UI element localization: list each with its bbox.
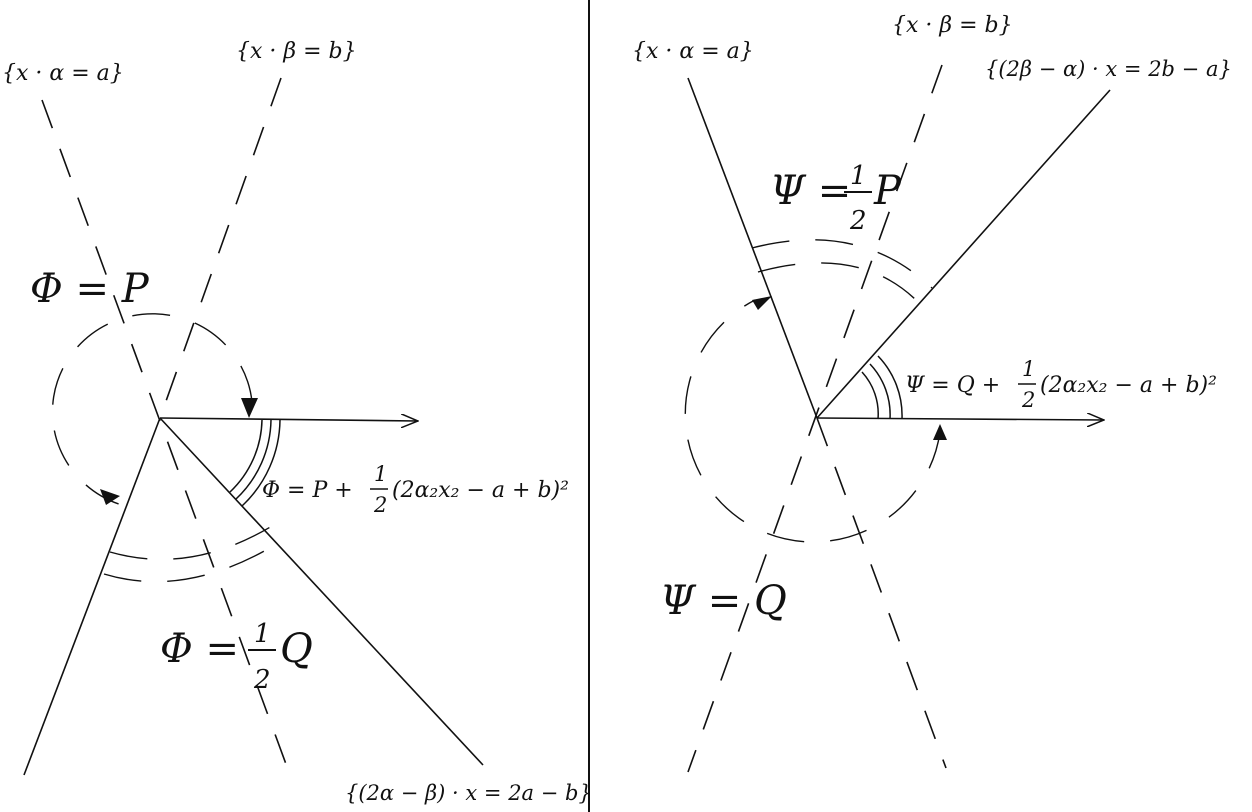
left-region-bottom-num: 1 — [254, 619, 271, 649]
left-circle-arrowhead-bottom — [100, 489, 120, 505]
right-double-arc-1 — [751, 239, 933, 289]
right-triple-arc-2 — [869, 363, 891, 420]
left-combo-line — [159, 417, 484, 766]
left-region-right-num: 1 — [374, 462, 387, 486]
right-combo-line-label: {(2β − α) · x = 2b − a} — [985, 57, 1232, 81]
right-region-right-num: 1 — [1022, 357, 1035, 381]
left-beta-line-lower — [23, 417, 161, 776]
right-triple-arc-3 — [877, 355, 903, 420]
right-region-right-suffix: (2α₂x₂ − a + b)² — [1040, 373, 1217, 398]
left-region-right-prefix: Φ = P + — [262, 478, 353, 503]
left-triple-arc-3 — [241, 419, 281, 507]
left-triple-arc-2 — [235, 419, 272, 500]
right-dashed-circle — [684, 299, 941, 543]
left-region-bottom-prefix: Φ = — [160, 626, 239, 672]
right-region-right-prefix: Ψ = Q + — [905, 373, 1000, 398]
left-panel: {x · α = a} {x · β = b} {(2α − β) · x = … — [2, 39, 592, 805]
right-combo-line — [816, 89, 1111, 419]
left-circle-arrowhead-top — [241, 398, 258, 418]
left-region-top-label: Φ = P — [30, 266, 150, 312]
left-axis-arrow — [159, 418, 418, 421]
left-double-arc-2 — [103, 537, 287, 583]
left-region-bottom-den: 2 — [253, 665, 271, 695]
right-region-top-num: 1 — [850, 161, 867, 191]
left-region-right-den: 2 — [373, 493, 387, 517]
right-circle-arrowhead-top — [752, 296, 772, 310]
left-alpha-line-label: {x · α = a} — [2, 61, 124, 86]
left-dashed-circle — [51, 313, 253, 507]
left-region-bottom-suffix: Q — [280, 626, 313, 672]
right-region-right-den: 2 — [1021, 388, 1035, 412]
right-region-top-den: 2 — [849, 206, 867, 236]
left-beta-line-label: {x · β = b} — [236, 39, 357, 64]
right-alpha-line-label: {x · α = a} — [632, 39, 754, 64]
right-region-top-suffix: P — [873, 168, 902, 214]
right-axis-arrow — [816, 418, 1104, 420]
left-beta-line-upper — [159, 77, 282, 419]
left-double-arc-1 — [109, 525, 273, 560]
right-alpha-line-lower — [816, 417, 947, 769]
right-region-top-prefix: Ψ = — [770, 168, 851, 214]
left-combo-line-label: {(2α − β) · x = 2a − b} — [345, 781, 592, 805]
right-beta-line-label: {x · β = b} — [892, 13, 1013, 38]
right-double-arc-2 — [757, 262, 919, 303]
right-region-bottom-label: Ψ = Q — [660, 578, 787, 624]
right-circle-arrowhead-right — [933, 424, 947, 440]
right-triple-arc-1 — [861, 371, 879, 420]
left-alpha-line — [41, 99, 291, 776]
left-triple-arc-1 — [229, 419, 263, 493]
right-panel: {x · α = a} {x · β = b} {(2β − α) · x = … — [632, 13, 1232, 773]
right-beta-line — [687, 64, 943, 773]
left-region-right-suffix: (2α₂x₂ − a + b)² — [392, 478, 569, 503]
